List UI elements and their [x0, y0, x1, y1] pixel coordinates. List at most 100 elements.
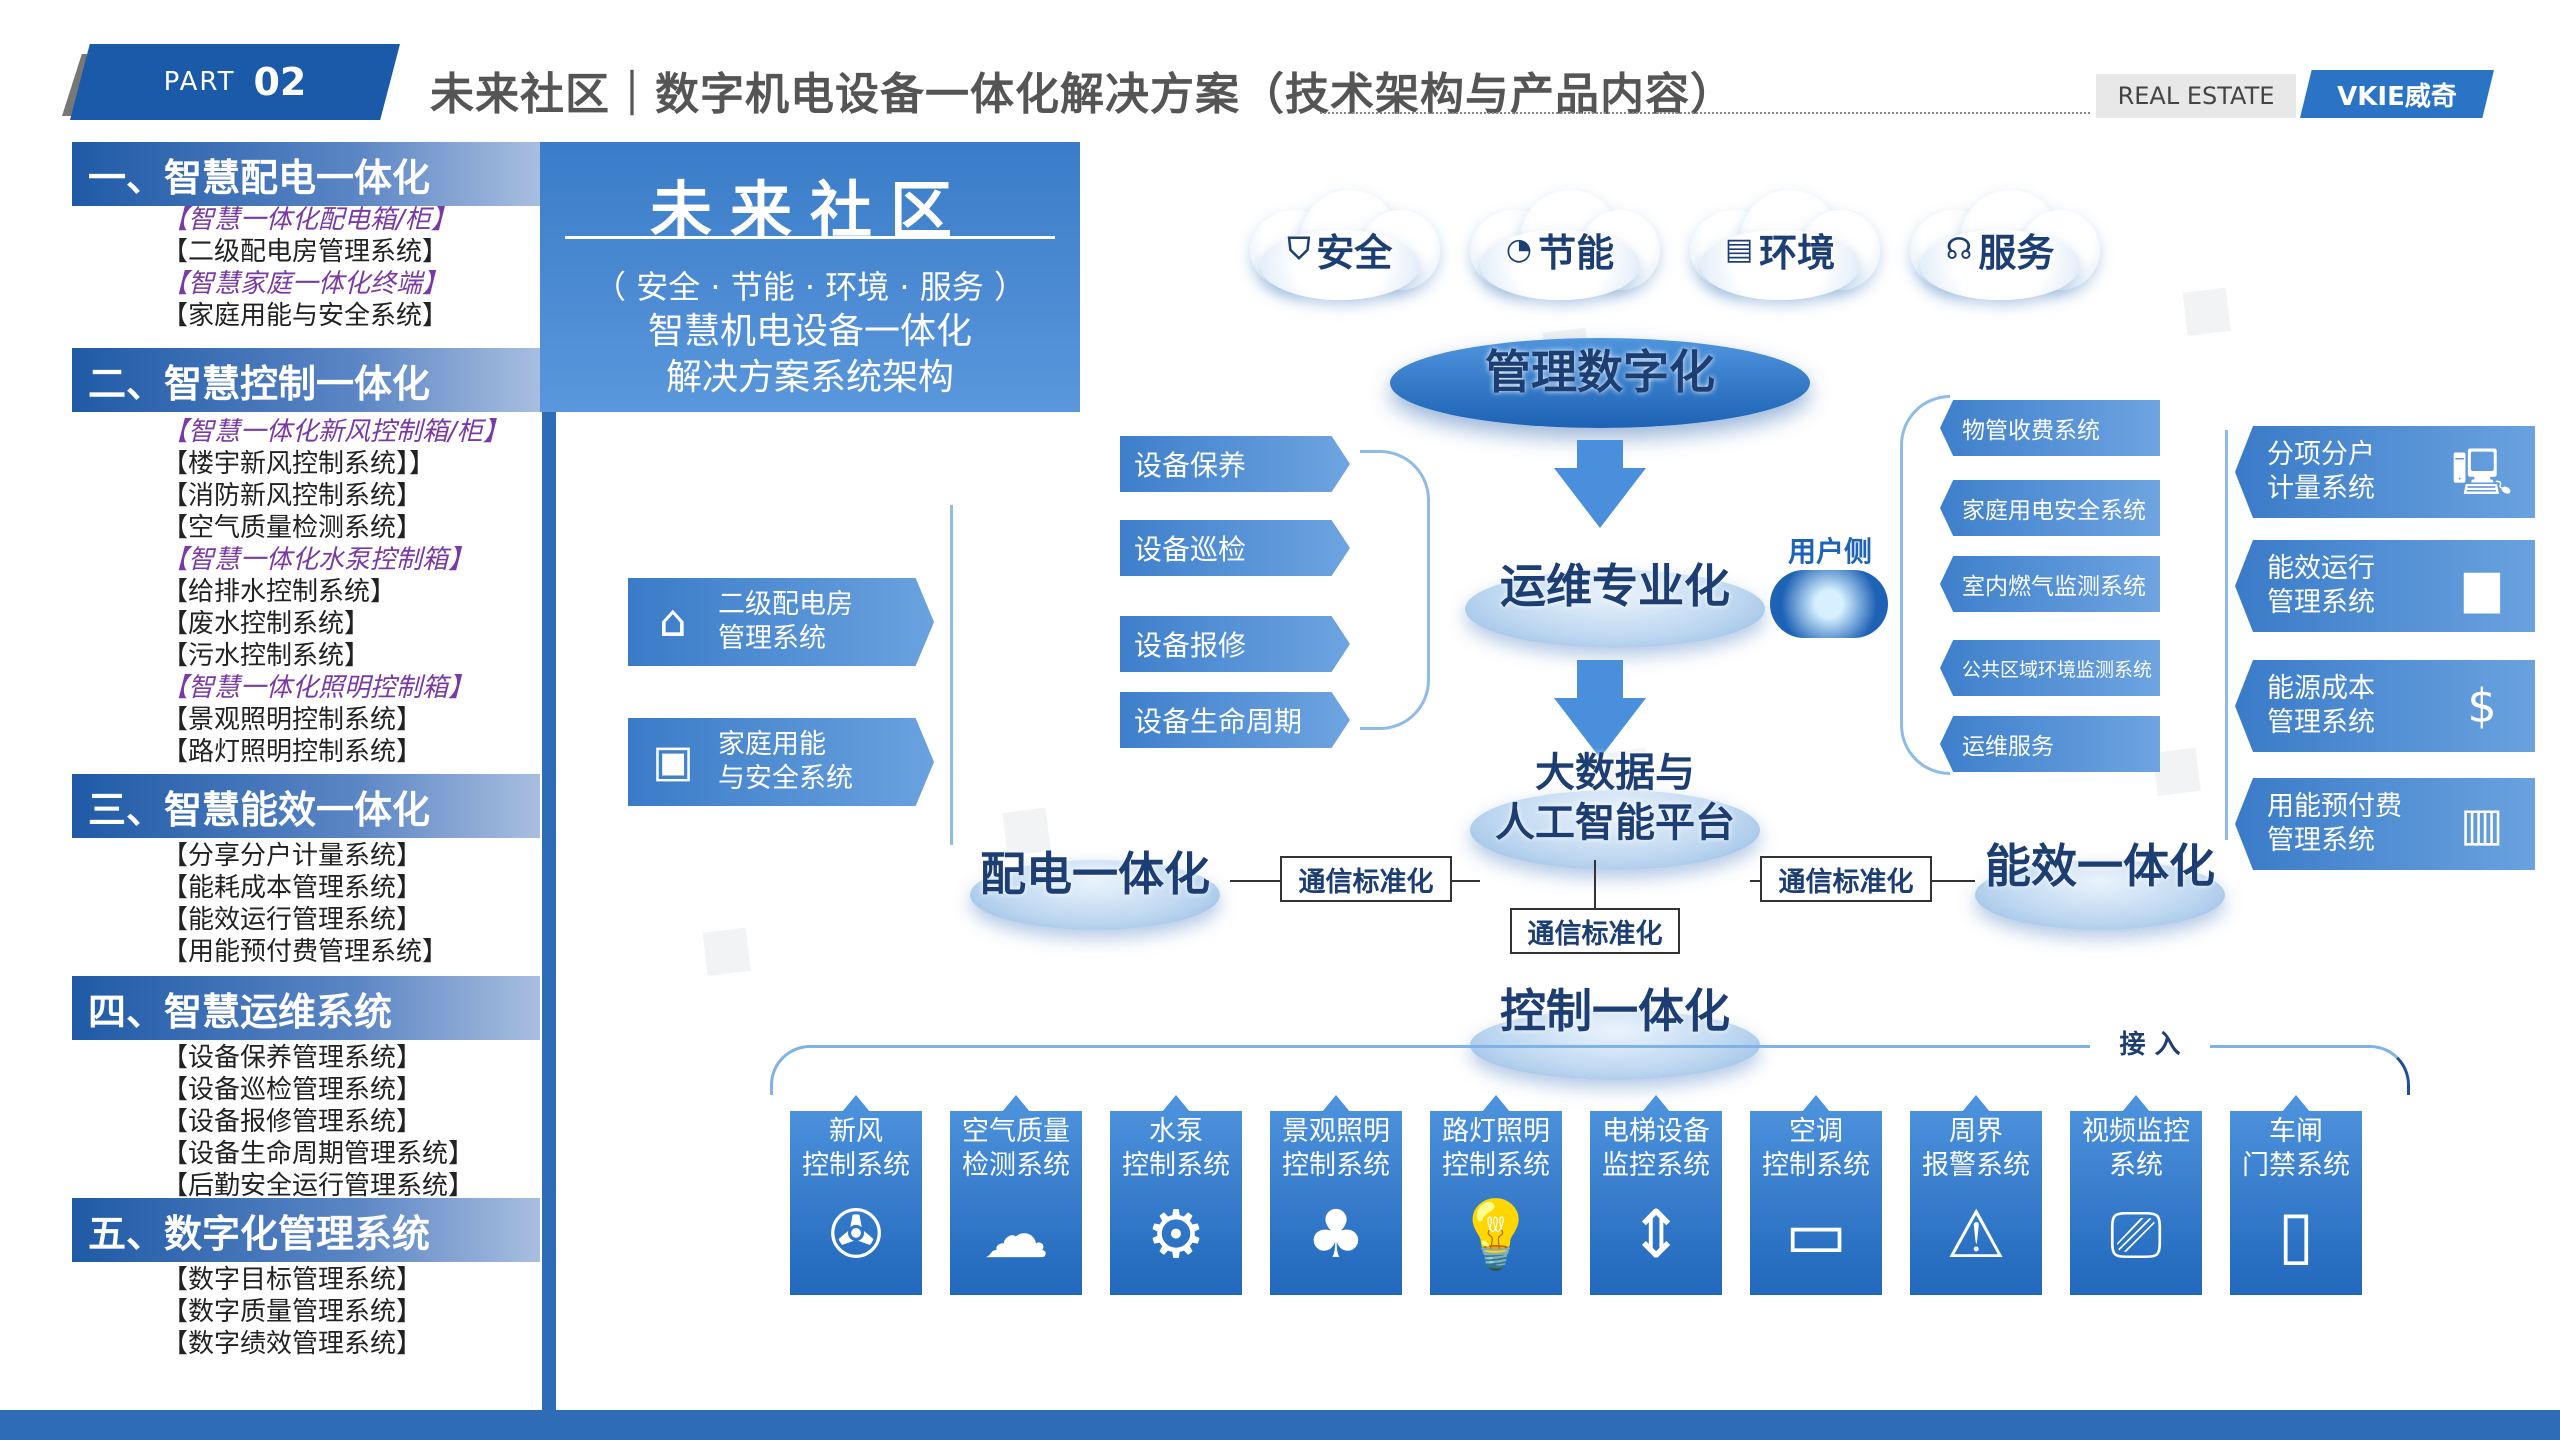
- list-item: 【污水控制系统】: [162, 641, 371, 671]
- list-item: 【用能预付费管理系统】: [162, 937, 449, 967]
- subsystem-text-line: 家庭用能: [718, 729, 826, 760]
- subsystem-icon: ▣: [652, 736, 694, 787]
- subsystem-icon: 💡: [1454, 1196, 1538, 1273]
- subsystem-name: 电梯设备监控系统: [1590, 1115, 1722, 1183]
- subsystem-text-line: 计量系统: [2267, 473, 2375, 504]
- subsystem-name-line: 报警系统: [1922, 1150, 2030, 1181]
- list-item: 【数字绩效管理系统】: [162, 1329, 423, 1359]
- user-tag: 公共区域环境监测系统: [1940, 640, 2160, 696]
- mgmt-label: 管理数字化: [1485, 345, 1715, 399]
- cloud-puff: [1260, 230, 1420, 300]
- control-subsystem-card: 视频监控系统⎚: [2070, 1095, 2202, 1295]
- subsystem-icon: ▯: [2277, 1196, 2315, 1273]
- list-item: 【设备保养管理系统】: [162, 1043, 423, 1073]
- title-main: 未来社区: [649, 174, 970, 247]
- subsystem-name-line: 空调: [1789, 1116, 1843, 1147]
- energy-subsystem-box: 用能预付费管理系统▥: [2235, 778, 2535, 870]
- section-heading: 四、智慧运维系统: [72, 976, 540, 1040]
- ops-bracket: [1360, 450, 1430, 730]
- list-item: 【数字质量管理系统】: [162, 1297, 423, 1327]
- real-estate-label: REAL ESTATE: [2096, 74, 2296, 118]
- control-subsystem-card: 电梯设备监控系统⇕: [1590, 1095, 1722, 1295]
- control-subsystem-card: 空调控制系统 ▭: [1750, 1095, 1882, 1295]
- subsystem-name-line: 控制系统: [1762, 1150, 1870, 1181]
- section-items: 【数字目标管理系统】【数字质量管理系统】【数字绩效管理系统】: [162, 1264, 422, 1360]
- section-items: 【设备保养管理系统】【设备巡检管理系统】【设备报修管理系统】【设备生命周期管理系…: [162, 1042, 474, 1202]
- subsystem-text: 用能预付费管理系统: [2267, 790, 2437, 858]
- cloud-puff: [1920, 230, 2080, 300]
- watermark: ◆: [677, 890, 784, 1003]
- subsystem-text-line: 管理系统: [2267, 825, 2375, 856]
- title-underline: [1320, 112, 2090, 114]
- subsystem-text-line: 分项分户: [2267, 439, 2375, 470]
- subsystem-icon: ▆: [2464, 559, 2500, 613]
- ops-label: 运维专业化: [1500, 559, 1730, 613]
- section-items: 【分享分户计量系统】【能耗成本管理系统】【能效运行管理系统】【用能预付费管理系统…: [162, 840, 448, 968]
- cloud-puff: [1700, 230, 1860, 300]
- goal-icon: ☊: [1945, 232, 1973, 267]
- goal-text: 环境: [1759, 231, 1836, 275]
- goal-cloud: ▤环境: [1680, 180, 1880, 300]
- control-subsystem-card: 周界报警系统 ⚠: [1910, 1095, 2042, 1295]
- title-line-2: 智慧机电设备一体化: [647, 311, 972, 352]
- subsystem-name-line: 监控系统: [1602, 1150, 1710, 1181]
- left-product-list: 一、智慧配电一体化【智慧一体化配电箱/柜】【二级配电房管理系统】【智慧家庭一体化…: [72, 142, 542, 1412]
- list-item: 【空气质量检测系统】: [162, 513, 423, 543]
- ops-tag: 设备巡检: [1120, 520, 1350, 576]
- mgmt-disc: [1390, 338, 1810, 428]
- control-subsystem-card: 路灯照明控制系统 💡: [1430, 1095, 1562, 1295]
- title-block: 未来社区 （ 安全 · 节能 · 环境 · 服务 ） 智慧机电设备一体化 解决方…: [540, 142, 1080, 412]
- list-item: 【设备生命周期管理系统】: [162, 1139, 475, 1169]
- section-items: 【智慧一体化配电箱/柜】【二级配电房管理系统】【智慧家庭一体化终端】【家庭用能与…: [162, 204, 457, 332]
- goal-cloud-label: ⛉安全: [1240, 222, 1440, 277]
- subsystem-icon: ⚠: [1946, 1196, 2006, 1273]
- section-heading: 三、智慧能效一体化: [72, 774, 540, 838]
- subsystem-name: 视频监控系统: [2070, 1115, 2202, 1183]
- title-rule: [565, 236, 1055, 239]
- subsystem-icon: ✇: [828, 1196, 884, 1273]
- subsystem-text-line: 管理系统: [718, 623, 826, 654]
- power-subsystem-box: ▣家庭用能与安全系统: [628, 718, 934, 806]
- goal-text: 安全: [1316, 231, 1393, 275]
- ops-disc: [1465, 570, 1765, 648]
- subsystem-name-line: 控制系统: [802, 1150, 910, 1181]
- goal-cloud-label: ☊服务: [1900, 222, 2100, 277]
- subsystem-name-line: 景观照明: [1282, 1116, 1390, 1147]
- list-item: 【智慧一体化照明控制箱】: [162, 673, 475, 703]
- subsystem-name-line: 门禁系统: [2242, 1150, 2350, 1181]
- page-title: 未来社区｜数字机电设备一体化解决方案（技术架构与产品内容）: [430, 69, 1735, 120]
- subsystem-icon: $: [2467, 679, 2497, 733]
- subsystem-icon: ▭: [1784, 1196, 1848, 1273]
- subsystem-name-line: 车闸: [2269, 1116, 2323, 1147]
- goal-text: 节能: [1538, 231, 1615, 275]
- goal-text: 服务: [1978, 231, 2055, 275]
- subsystem-text-line: 二级配电房: [718, 589, 853, 620]
- down-arrow-1: [1554, 468, 1646, 528]
- list-item: 【能效运行管理系统】: [162, 905, 423, 935]
- goal-icon: ⛉: [1287, 232, 1311, 267]
- list-item: 【消防新风控制系统】: [162, 481, 423, 511]
- list-item: 【智慧一体化新风控制箱/柜】: [162, 417, 509, 447]
- power-disc: [970, 860, 1220, 930]
- list-item: 【能耗成本管理系统】: [162, 873, 423, 903]
- subsystem-icon: ☁: [983, 1196, 1049, 1273]
- watermark: ◆: [2157, 250, 2264, 363]
- list-item: 【数字目标管理系统】: [162, 1265, 423, 1295]
- subsystem-name: 空气质量检测系统: [950, 1115, 1082, 1183]
- ops-tag: 设备报修: [1120, 616, 1350, 672]
- subsystem-name: 路灯照明控制系统: [1430, 1115, 1562, 1183]
- section-items: 【智慧一体化新风控制箱/柜】【楼宇新风控制系统】】【消防新风控制系统】【空气质量…: [162, 416, 509, 768]
- subsystem-text-line: 管理系统: [2267, 587, 2375, 618]
- energy-subsystem-box: 分项分户计量系统🖳: [2235, 426, 2535, 518]
- ops-tag: 设备生命周期: [1120, 692, 1350, 748]
- goal-cloud: ⛉安全: [1240, 180, 1440, 300]
- std-box-left: 通信标准化: [1280, 856, 1452, 902]
- subsystem-text-line: 能效运行: [2267, 553, 2375, 584]
- list-item: 【二级配电房管理系统】: [162, 237, 449, 267]
- section-heading: 二、智慧控制一体化: [72, 348, 540, 412]
- subsystem-name-line: 周界: [1949, 1116, 2003, 1147]
- cloud-user-icon: [1770, 570, 1888, 638]
- part-number: 02: [253, 60, 307, 104]
- subsystem-name-line: 视频监控: [2082, 1116, 2190, 1147]
